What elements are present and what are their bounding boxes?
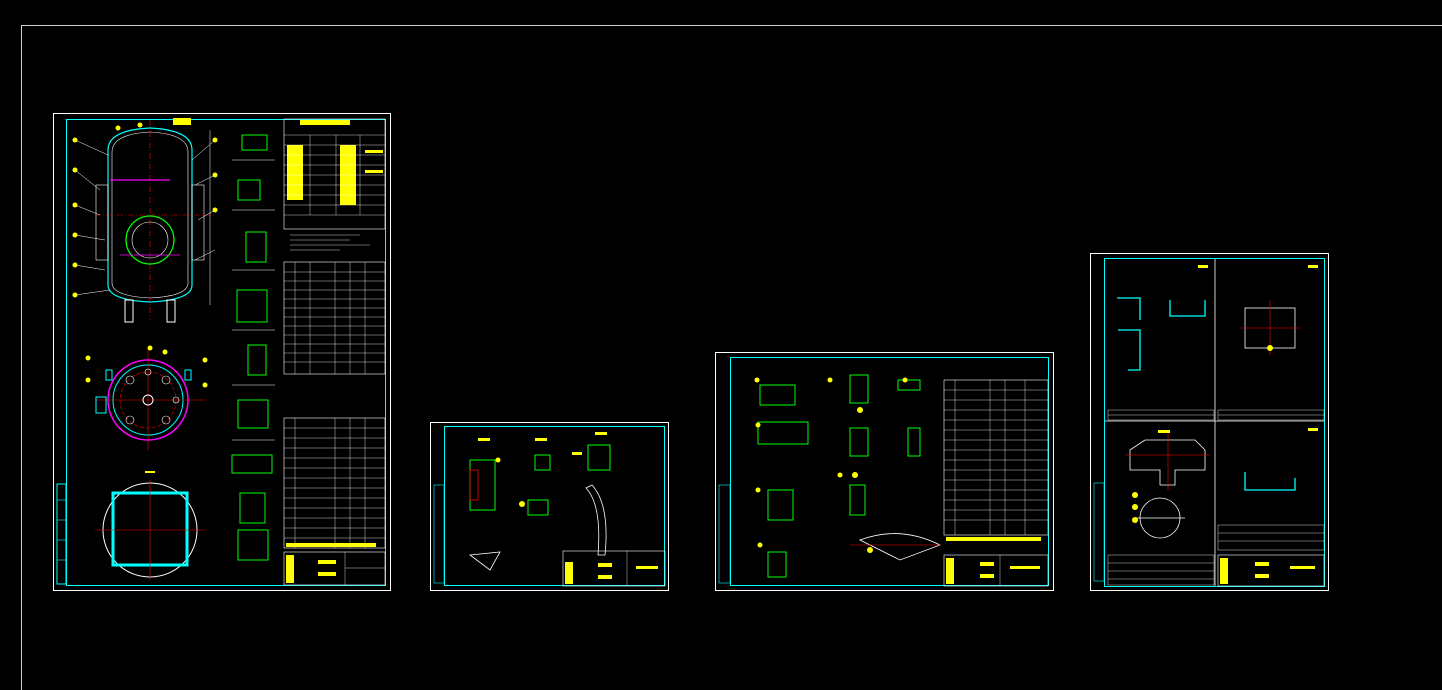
drawing-sheet-assembly[interactable] [53, 113, 391, 591]
drawing-sheet-details[interactable] [430, 422, 669, 591]
title-block [562, 550, 666, 587]
parts-list-table [943, 379, 1049, 541]
drawing-sheet-four-up[interactable] [1090, 253, 1329, 591]
title-block [283, 551, 386, 586]
title-block [943, 554, 1049, 587]
parts-list-table [283, 417, 386, 549]
detail-views-column [231, 134, 273, 561]
title-block [1217, 554, 1325, 587]
vessel-plan-view [85, 345, 208, 450]
nozzle-table [283, 261, 386, 375]
vessel-section-view [95, 471, 205, 580]
design-data-table [283, 118, 386, 251]
model-space-frame [21, 25, 1442, 690]
drawing-sheet-parts[interactable] [715, 352, 1054, 591]
vessel-elevation-view [72, 118, 218, 323]
